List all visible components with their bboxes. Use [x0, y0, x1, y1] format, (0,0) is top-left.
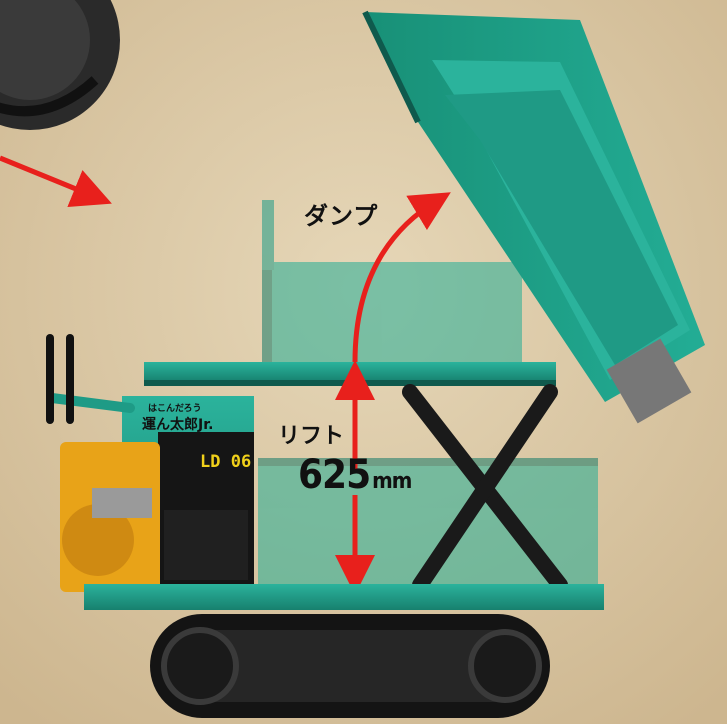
badge-name: 運ん太郎Jr.	[142, 417, 214, 433]
lift-height-value: 625mm	[298, 452, 412, 498]
lift-label: リフト	[278, 424, 345, 449]
scissor-lift	[402, 384, 568, 593]
tilted-dump-bed	[362, 10, 705, 424]
dump-arrow	[352, 192, 451, 363]
engine	[60, 442, 160, 592]
dump-label: ダンプ	[304, 202, 379, 230]
lifted-bed-ghost	[262, 200, 522, 362]
pointer-arrow	[0, 155, 112, 208]
tire-corner	[0, 0, 120, 130]
model-tag: LD 06	[200, 452, 252, 472]
operator-handle	[46, 334, 135, 424]
crawler-track	[150, 614, 550, 718]
lift-height-number: 625	[298, 452, 371, 498]
badge-furigana: はこんだろう	[148, 404, 202, 414]
lift-height-unit: mm	[372, 469, 412, 494]
bed-platform	[144, 362, 556, 382]
chassis	[84, 584, 604, 610]
